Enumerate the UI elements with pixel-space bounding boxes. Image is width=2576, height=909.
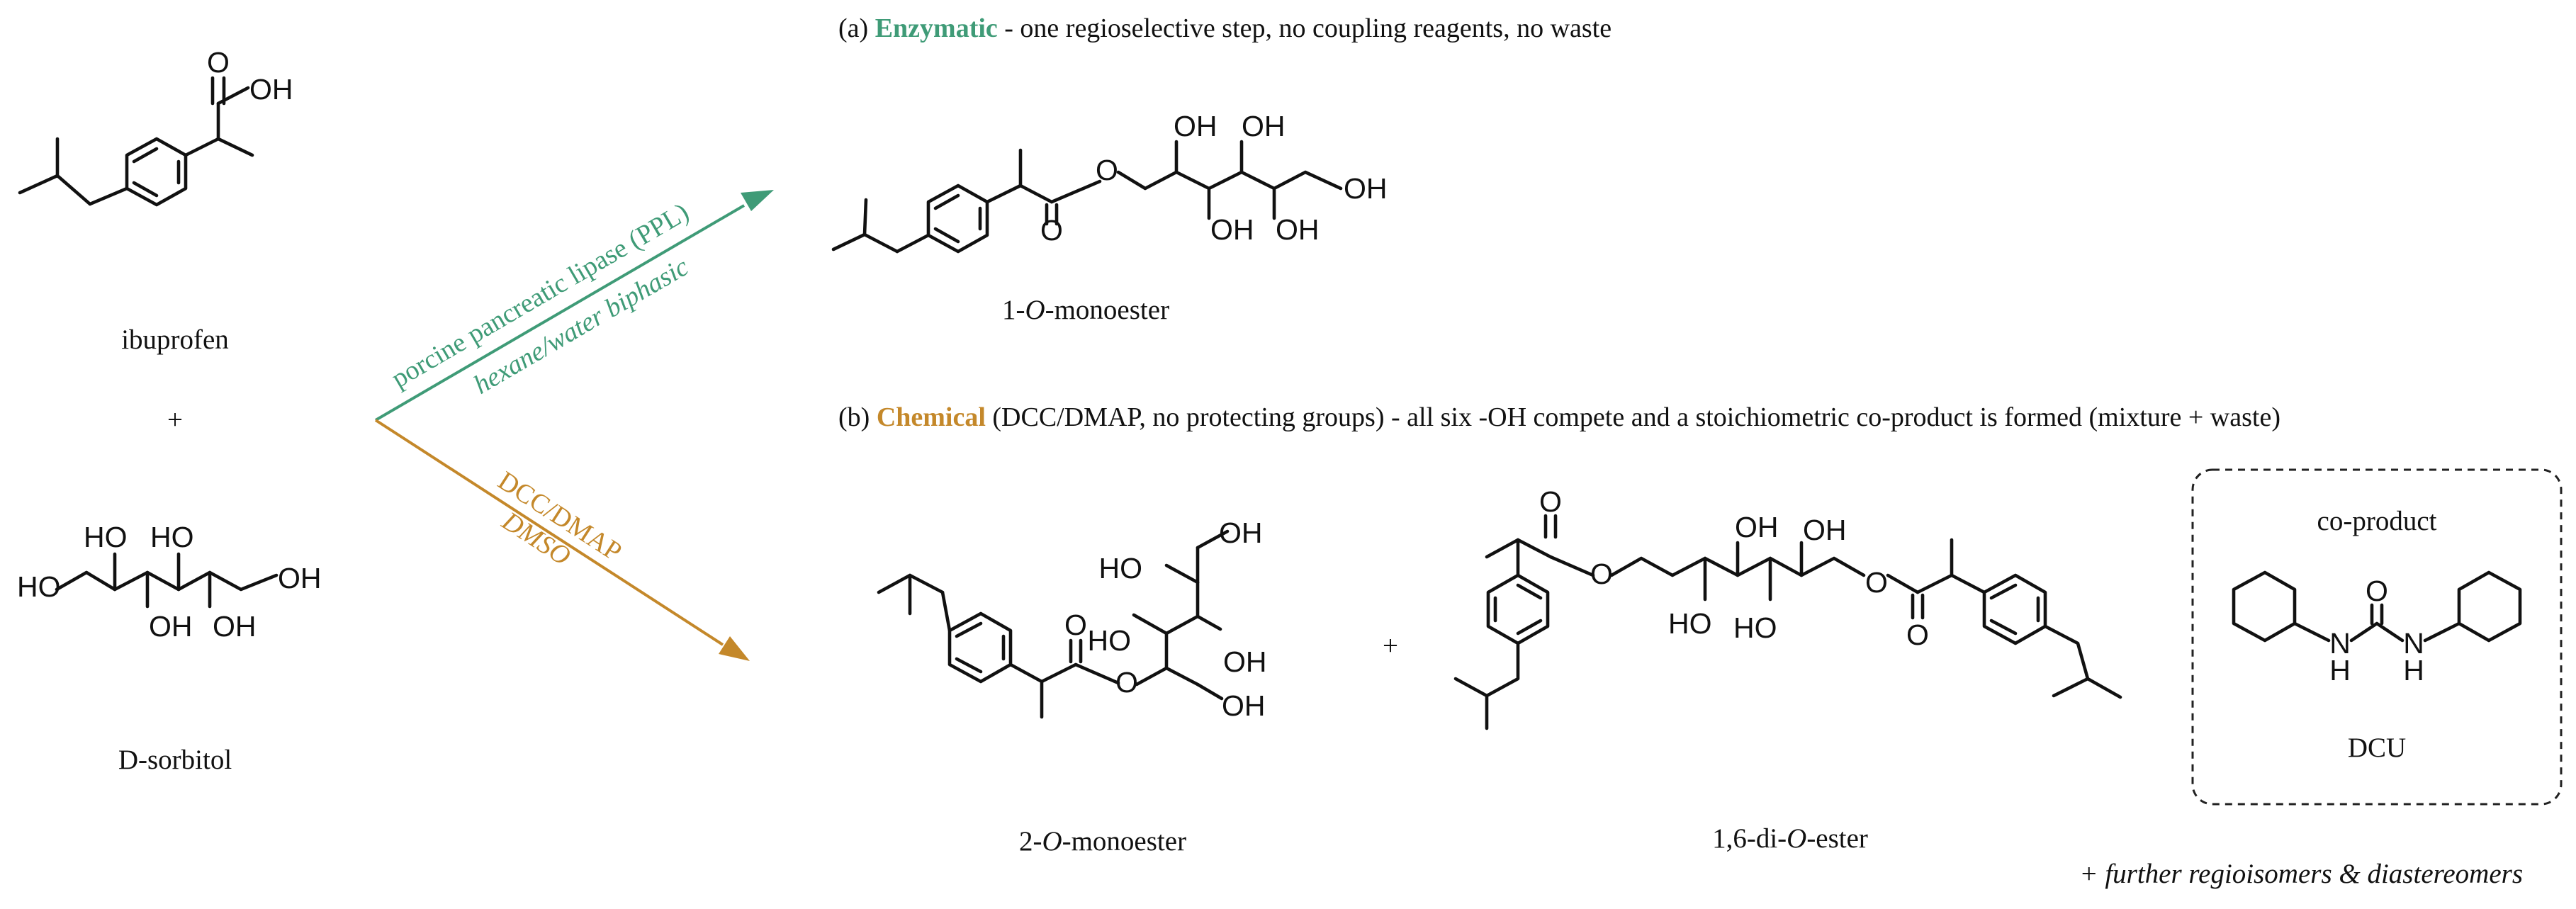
svg-text:OH: OH [1174,110,1217,142]
svg-text:OH: OH [1210,213,1254,246]
svg-text:O: O [1064,609,1087,641]
svg-text:O: O [1590,558,1613,590]
svg-text:OH: OH [1222,689,1266,722]
ibuprofen-structure: O OH [18,46,293,207]
svg-text:OH: OH [149,610,193,643]
svg-text:H: H [2403,654,2424,687]
coproduct-title: co-product [2317,506,2437,536]
enzymatic-highlight: Enzymatic [875,13,998,43]
sorbitol-structure: HO HO HO OH OH OH [17,521,322,643]
sorbitol-label: D-sorbitol [118,745,232,775]
ibuprofen-label: ibuprofen [121,324,229,355]
svg-text:OH: OH [278,562,322,594]
header-chemical: (b) Chemical (DCC/DMAP, no protecting gr… [838,402,2280,432]
svg-text:HO: HO [1088,624,1132,657]
header-enzymatic: (a) Enzymatic - one regioselective step,… [838,13,1612,43]
reactant-plus: + [167,405,183,435]
svg-text:OH: OH [1344,172,1388,205]
svg-text:N: N [2403,627,2424,660]
svg-text:O: O [1906,619,1929,651]
svg-text:OH: OH [213,610,257,643]
dcu-structure: O N H N H [2232,570,2522,687]
svg-text:HO: HO [1668,607,1712,640]
svg-text:HO: HO [84,521,128,553]
svg-text:O: O [1865,566,1888,599]
monoester-1-structure: O O OH OH OH OH OH [831,110,1388,254]
diester-structure: O O OH OH HO HO O O [1453,485,2122,730]
svg-text:O: O [2366,575,2388,607]
svg-text:O: O [1096,154,1118,186]
enzymatic-arrow [374,190,774,422]
monoester-2-structure: O O HO OH HO OH OH [877,516,1267,722]
svg-text:HO: HO [1733,611,1777,644]
svg-text:OH: OH [1803,514,1847,546]
svg-text:HO: HO [17,570,61,603]
footnote: + further regioisomers & diastereomers [2079,859,2523,889]
svg-text:O: O [1115,666,1138,699]
svg-text:O: O [1040,214,1063,247]
svg-text:HO: HO [1099,552,1143,585]
svg-text:O: O [1539,485,1562,518]
svg-text:HO: HO [150,521,194,553]
products-plus: + [1383,631,1398,661]
svg-text:OH: OH [1242,110,1286,142]
monoester-1-label: 1-O-monoester [1002,295,1169,325]
svg-text:O: O [207,46,230,79]
coproduct-box [2191,468,2563,806]
svg-text:OH: OH [1735,511,1779,543]
monoester-2-label: 2-O-monoester [1019,826,1186,857]
svg-text:OH: OH [1276,213,1320,246]
svg-text:H: H [2329,654,2351,687]
svg-text:OH: OH [1219,516,1263,549]
coproduct-name: DCU [2348,733,2406,763]
svg-text:OH: OH [1223,645,1267,678]
chemical-arrow [374,419,750,661]
svg-text:N: N [2329,627,2351,660]
diester-label: 1,6-di-O-ester [1712,823,1868,854]
chemical-highlight: Chemical [877,402,986,432]
svg-text:OH: OH [249,73,293,106]
